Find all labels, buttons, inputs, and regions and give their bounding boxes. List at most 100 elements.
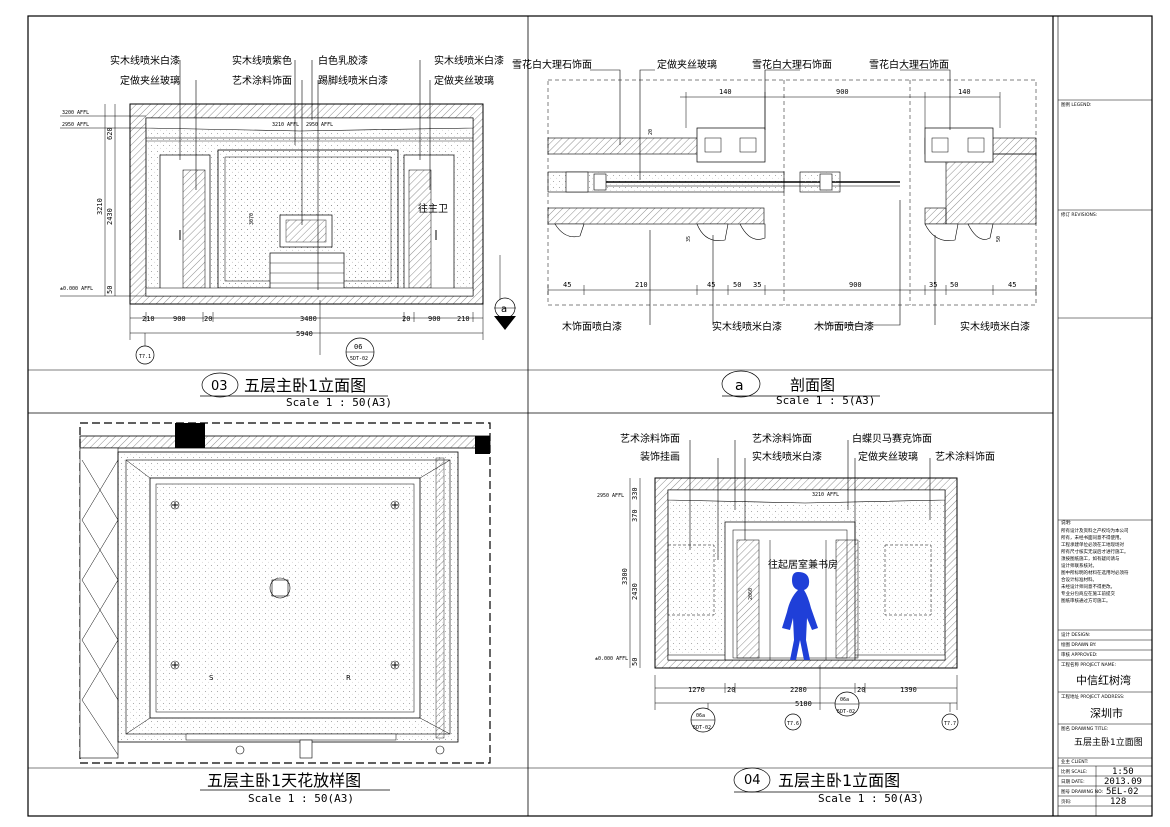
p04-tag: T7.7 xyxy=(944,721,956,727)
p04-label: 装饰挂画 xyxy=(640,450,680,463)
p04-vdim: 330 xyxy=(631,487,639,500)
pa-dim: 35 xyxy=(753,281,761,289)
tb-address-label: 工程地址 PROJECT ADDRESS: xyxy=(1061,693,1125,700)
p03-level: 3210 AFFL xyxy=(272,122,299,128)
tb-drawing-label: 图名 DRAWING TITLE: xyxy=(1061,725,1108,732)
p03-tag: 06 xyxy=(354,343,362,351)
p03-vdim: 3070 xyxy=(249,213,255,225)
p03-level: 3200 AFFL xyxy=(62,110,89,116)
pa-label: 雪花白大理石饰面 xyxy=(512,58,592,71)
p03-vdim: 3210 xyxy=(96,198,104,215)
pa-scale: Scale 1 : 5(A3) xyxy=(776,394,875,407)
panel-ceiling-plan xyxy=(79,422,491,791)
tb-drawing: 五层主卧1立面图 xyxy=(1074,736,1143,748)
p04-hdim: 1270 xyxy=(688,686,705,694)
tb-scale-label: 比例 SCALE: xyxy=(1061,768,1087,775)
pa-label: 木饰面喷白漆 xyxy=(562,320,622,333)
pa-dim: 35 xyxy=(929,281,937,289)
sheet-border xyxy=(27,15,1153,817)
tb-page: 128 xyxy=(1110,797,1126,807)
tb-note: 工程承建单位必须在工地现场对 xyxy=(1061,541,1124,548)
p04-tag: 5DT-02 xyxy=(693,725,711,731)
tb-note: 所有尺寸核实无误后才进行施工。 xyxy=(1061,548,1129,555)
tb-note: 设计师联系核对。 xyxy=(1061,562,1097,569)
p03-vdim: 620 xyxy=(106,127,114,140)
p03-tag: 5DT-02 xyxy=(350,356,368,362)
pa-label: 定做夹丝玻璃 xyxy=(657,58,717,71)
tb-project-label: 工程名称 PROJECT NAME: xyxy=(1061,661,1116,668)
p03-hdim: 210 xyxy=(142,315,155,323)
tb-note: 所有设计及资料之产权均为本公司 xyxy=(1061,527,1129,534)
tb-project: 中信红树湾 xyxy=(1076,673,1131,687)
pa-dim: 900 xyxy=(849,281,862,289)
p04-vdim: 370 xyxy=(631,509,639,522)
pa-dim: 35 xyxy=(686,236,692,242)
pa-number: a xyxy=(735,378,744,394)
tb-page-label: 页码: xyxy=(1061,798,1072,805)
p03-hdim: 210 xyxy=(457,315,470,323)
p03-hdim: 20 xyxy=(402,315,410,323)
p04-tag: 06a xyxy=(696,713,705,719)
tb-checked: 审核 APPROVED: xyxy=(1061,651,1097,658)
p04-hdim: 20 xyxy=(727,686,735,694)
p03-label: 白色乳胶漆 xyxy=(318,54,368,67)
tb-address: 深圳市 xyxy=(1090,706,1123,720)
p04-label: 艺术涂料饰面 xyxy=(620,432,680,445)
pa-label: 雪花白大理石饰面 xyxy=(752,58,832,71)
p03-hdim: 20 xyxy=(204,315,212,323)
pc-mark: R xyxy=(346,674,351,682)
p03-note: 往主卫 xyxy=(418,202,448,215)
human-figure-icon xyxy=(782,572,818,660)
panel-03-elevation xyxy=(60,60,516,398)
tb-notes-title: 说明: xyxy=(1061,519,1072,526)
p04-label: 定做夹丝玻璃 xyxy=(858,450,918,463)
p04-level: ±0.000 AFFL xyxy=(595,656,628,662)
p03-label: 定做夹丝玻璃 xyxy=(434,74,494,87)
p03-title: 五层主卧1立面图 xyxy=(244,376,366,395)
p04-label: 艺术涂料饰面 xyxy=(935,450,995,463)
p04-tag: 06a xyxy=(840,697,849,703)
p04-label: 艺术涂料饰面 xyxy=(752,432,812,445)
p04-total: 5180 xyxy=(795,700,812,708)
p04-vdim: 50 xyxy=(631,658,639,666)
tb-note: 合设计标准材料。 xyxy=(1061,576,1097,583)
p03-number: 03 xyxy=(211,379,228,394)
panel-a-section xyxy=(547,69,1037,398)
p03-hdim: 3480 xyxy=(300,315,317,323)
tb-note: 所有，未经书面同意不得使用。 xyxy=(1061,534,1124,541)
p03-hdim: 900 xyxy=(428,315,441,323)
p04-label: 白蝶贝马赛克饰面 xyxy=(852,432,932,445)
p03-vdim: 2430 xyxy=(106,208,114,225)
pa-dim: 140 xyxy=(958,88,971,96)
pc-mark: S xyxy=(209,674,214,682)
p04-level: 2950 AFFL xyxy=(597,493,624,499)
pa-label: 实木线喷米白漆 xyxy=(712,320,782,333)
p03-level: 2950 AFFL xyxy=(62,122,89,128)
p03-label: 踢脚线喷米白漆 xyxy=(318,74,388,87)
pa-dim: 140 xyxy=(719,88,732,96)
p04-hdim: 20 xyxy=(857,686,865,694)
pa-dim: 45 xyxy=(563,281,571,289)
p04-level: 3210 AFFL xyxy=(812,492,839,498)
panel-04-elevation xyxy=(629,440,959,793)
pc-scale: Scale 1 : 50(A3) xyxy=(248,792,354,805)
p03-total: 5940 xyxy=(296,330,313,338)
p03-scale: Scale 1 : 50(A3) xyxy=(286,396,392,409)
p04-tag: T7.6 xyxy=(787,721,799,727)
tb-designer: 设计 DESIGN: xyxy=(1061,631,1090,638)
p04-number: 04 xyxy=(744,773,761,788)
p04-vdim: 2430 xyxy=(631,583,639,600)
p03-label: 实木线喷米白漆 xyxy=(110,54,180,67)
p03-section-tag: a xyxy=(501,304,507,315)
p03-tag: T7.1 xyxy=(139,354,151,360)
tb-drawn: 绘图 DRAWN BY: xyxy=(1061,641,1096,648)
p04-scale: Scale 1 : 50(A3) xyxy=(818,792,924,805)
p04-label: 实木线喷米白漆 xyxy=(752,450,822,463)
tb-scale: 1:50 xyxy=(1112,767,1134,777)
p04-tag: 5DT-02 xyxy=(837,709,855,715)
title-block-lines xyxy=(1058,99,1152,816)
p03-label: 艺术涂料饰面 xyxy=(232,74,292,87)
p04-vdim: 3300 xyxy=(621,568,629,585)
pa-dim: 45 xyxy=(1008,281,1016,289)
p04-note: 往起居室兼书房 xyxy=(768,558,838,571)
